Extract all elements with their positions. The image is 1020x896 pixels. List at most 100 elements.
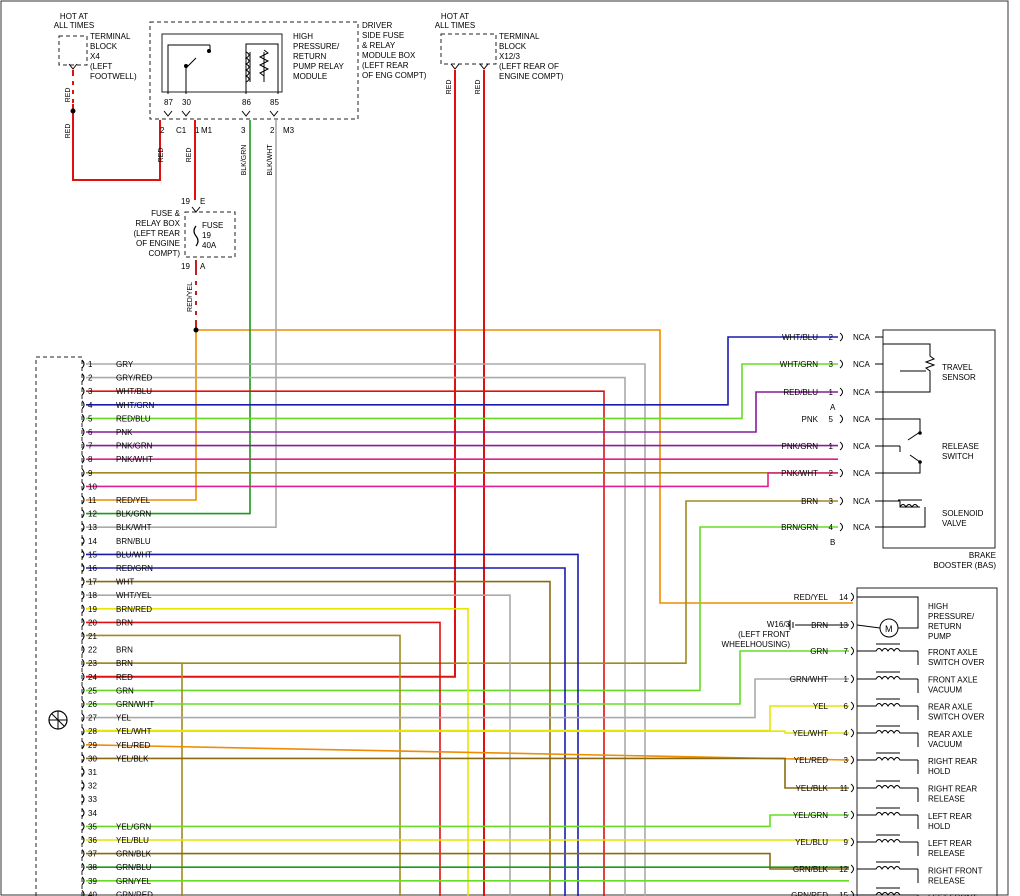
fuse-relay-box-label: OF ENGINE xyxy=(136,239,180,248)
ecu-pin-connector xyxy=(81,699,85,709)
ecu-pin-number: 27 xyxy=(88,714,97,723)
ground-icon xyxy=(788,620,797,630)
ecu-pin-number: 16 xyxy=(88,564,97,573)
booster-connector-b: B xyxy=(830,538,835,547)
relay-pin-label: 87 xyxy=(164,98,173,107)
valve-pin-number: 5 xyxy=(844,811,849,820)
fuse-relay-box-label: FUSE & xyxy=(151,209,181,218)
ecu-pin-number: 4 xyxy=(88,401,93,410)
motor-letter: M xyxy=(885,624,893,634)
ecu-pin-connector xyxy=(81,835,85,845)
ground-location-label: W16/3 xyxy=(767,620,791,629)
booster-pin-number: 2 xyxy=(829,333,834,342)
wire-label-blk-grn: BLK/GRN xyxy=(241,145,248,176)
valve-pin-number: 9 xyxy=(844,838,849,847)
wire-label-red: RED xyxy=(158,148,165,163)
valve-wire-color: GRN xyxy=(810,647,828,656)
ground-location-label: WHEELHOUSING) xyxy=(722,640,791,649)
ecu-pin-connector xyxy=(81,414,85,423)
wire-ecu-11 xyxy=(86,330,197,501)
ecu-pin-color: BLK/WHT xyxy=(116,523,152,532)
valve-function-label: LEFT REAR xyxy=(928,839,972,848)
terminal-block-x12-label: ENGINE COMPT) xyxy=(499,72,564,81)
valve-wire-color: YEL/BLU xyxy=(795,838,828,847)
valve-function-label: SWITCH OVER xyxy=(928,658,985,667)
release-switch-label: RELEASE xyxy=(942,442,979,451)
ecu-pin-number: 13 xyxy=(88,523,97,532)
terminal-block-x4 xyxy=(58,35,88,66)
brake-booster-label: BOOSTER (BAS) xyxy=(933,561,996,570)
ecu-pin-connector xyxy=(81,794,85,804)
ecu-pin-number: 5 xyxy=(88,414,93,423)
ecu-pin-number: 12 xyxy=(88,510,97,519)
ecu-pin-number: 31 xyxy=(88,768,97,777)
ecu-pin-color: GRY xyxy=(116,360,134,369)
ground-location-label: (LEFT FRONT xyxy=(738,630,790,639)
valve-coil-icon xyxy=(857,703,918,707)
symbols xyxy=(48,43,936,896)
connector-pin-label: 3 xyxy=(241,126,246,135)
fuse-relay-box-label: RELAY BOX xyxy=(135,219,180,228)
booster-wire-color: PNK/WHT xyxy=(781,469,818,478)
component-boxes xyxy=(35,21,998,896)
ecu-pin-number: 40 xyxy=(88,890,97,896)
relay-module-label: MODULE xyxy=(293,72,327,81)
driver-fuse-box-label: (LEFT REAR xyxy=(362,61,409,70)
ecu-pin-color: GRN/BLU xyxy=(116,863,152,872)
ecu-pin-color: PNK/GRN xyxy=(116,442,153,451)
valve-function-label: FRONT AXLE xyxy=(928,675,978,684)
ecu-pin-color: YEL/WHT xyxy=(116,727,152,736)
connector-symbol xyxy=(839,332,843,342)
ecu-pin-connector xyxy=(81,672,85,682)
relay-switch xyxy=(167,44,211,94)
booster-wire-color: PNK xyxy=(802,415,819,424)
ecu-pin-number: 28 xyxy=(88,727,97,736)
wire-label-red-yel: RED/YEL xyxy=(187,282,194,312)
hot-at-all-times-label: HOT AT xyxy=(60,12,88,21)
ecu-pin-connector xyxy=(81,876,85,886)
terminal-block-x4-label: TERMINAL xyxy=(90,32,131,41)
ecu-pin-connector xyxy=(81,441,85,450)
ecu-pin-color: RED/BLU xyxy=(116,414,151,423)
ecu-pin-number: 34 xyxy=(88,809,97,818)
solenoid-icon xyxy=(899,504,919,508)
hydraulic-unit-box xyxy=(856,587,998,896)
terminal-block-x4-label: BLOCK xyxy=(90,42,118,51)
wire-brn-booster xyxy=(86,500,838,665)
valve-pin-number: 15 xyxy=(839,891,848,896)
valve-pin-number: 1 xyxy=(844,675,849,684)
wire-red-ecu-24 xyxy=(86,70,456,678)
booster-wire-color: BRN xyxy=(801,497,818,506)
ecu-pin-number: 11 xyxy=(88,496,97,505)
fuse-label: FUSE xyxy=(202,221,223,230)
driver-fuse-box-label: DRIVER xyxy=(362,21,392,30)
driver-fuse-box-label: & RELAY xyxy=(362,41,396,50)
wire-pnk-wht2 xyxy=(86,472,838,488)
travel-sensor-icon xyxy=(883,343,936,393)
ecu-pin-connector xyxy=(81,522,85,532)
ecu-box xyxy=(35,356,83,896)
ecu-pin-connector xyxy=(81,631,85,641)
valve-pin-number: 14 xyxy=(839,593,848,602)
ecu-pin-connector xyxy=(81,427,85,437)
solenoid-valve-label: SOLENOID xyxy=(942,509,984,518)
connector-pin-label: 2 xyxy=(160,126,165,135)
ecu-pin-connector xyxy=(81,767,85,777)
wire-grn-wht-valve xyxy=(86,678,849,719)
wire-label-red: RED xyxy=(65,124,72,139)
terminal-block-x4-label: (LEFT xyxy=(90,62,112,71)
valve-function-label: LEFT FRONT xyxy=(928,894,977,896)
terminal-block-x4-label: X4 xyxy=(90,52,100,61)
fuse-relay-box-label: COMPT) xyxy=(148,249,180,258)
fuse-pin-label: 19 xyxy=(181,197,190,206)
wire-label-red: RED xyxy=(65,88,72,103)
connector-symbol xyxy=(479,63,489,70)
ecu-pin-color: BRN/RED xyxy=(116,605,152,614)
connector-symbol xyxy=(181,110,191,117)
connector-symbol xyxy=(850,620,854,630)
valve-wire-color: YEL/WHT xyxy=(792,729,828,738)
valve-function-label: FRONT AXLE xyxy=(928,648,978,657)
wires xyxy=(72,70,883,896)
splice-dot xyxy=(193,327,199,333)
